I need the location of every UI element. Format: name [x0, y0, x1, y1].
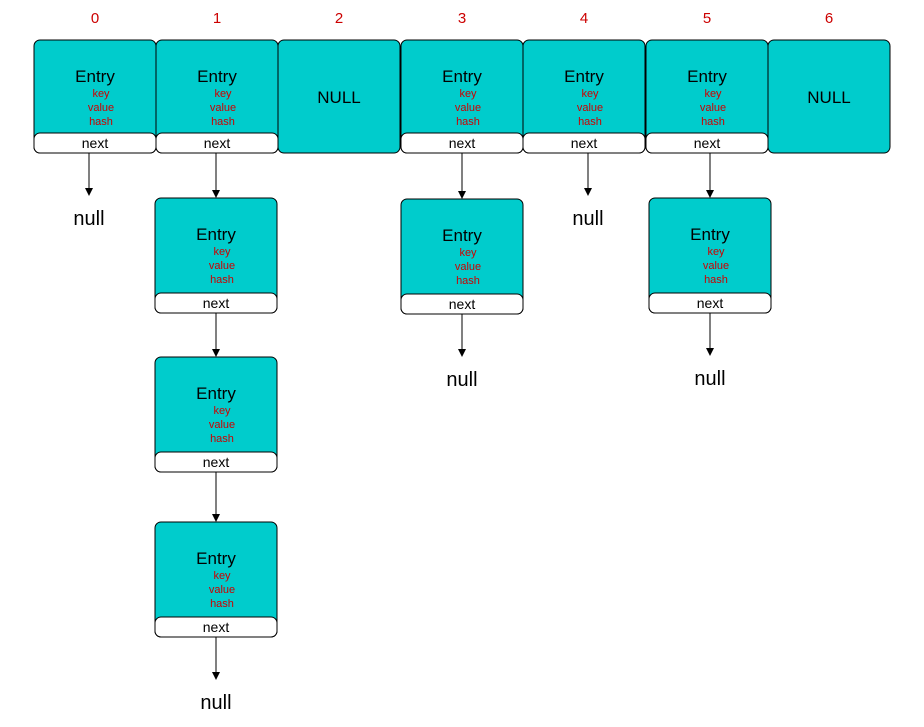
index-label-6: 6: [825, 10, 833, 27]
entry-label: Entry: [75, 67, 115, 86]
entry-label: Entry: [690, 225, 730, 244]
next-label: next: [571, 135, 598, 151]
entry-label: Entry: [564, 67, 604, 86]
next-label: next: [697, 295, 724, 311]
entry-field-key: key: [213, 246, 231, 258]
chain-layer: nullEntrykeyvaluehashnextEntrykeyvalueha…: [73, 153, 772, 714]
index-label-3: 3: [458, 10, 466, 27]
entry-field-value: value: [209, 260, 235, 272]
next-slot: [522, 132, 646, 154]
entry-field-hash: hash: [210, 433, 234, 445]
null-cell-label: NULL: [807, 88, 850, 107]
next-label: next: [203, 619, 230, 635]
entry-label: Entry: [442, 67, 482, 86]
entry-label: Entry: [442, 226, 482, 245]
entry-label: Entry: [687, 67, 727, 86]
bucket-null-2: NULL: [277, 39, 401, 154]
null-terminator: null: [73, 208, 104, 230]
entry-field-hash: hash: [456, 275, 480, 287]
next-label: next: [694, 135, 721, 151]
null-terminator: null: [446, 369, 477, 391]
entry-field-value: value: [209, 419, 235, 431]
entry-field-hash: hash: [210, 274, 234, 286]
entry-field-hash: hash: [456, 116, 480, 128]
chain-entry-1-2: Entry key value hash next: [154, 356, 278, 473]
chain-entry-1-3: Entry key value hash next: [154, 521, 278, 638]
bucket-entry-5: Entry key value hash next: [645, 39, 769, 154]
null-cell-label: NULL: [317, 88, 360, 107]
entry-field-value: value: [703, 260, 729, 272]
index-label-2: 2: [335, 10, 343, 27]
entry-field-key: key: [214, 88, 232, 100]
null-terminator: null: [694, 368, 725, 390]
entry-field-value: value: [455, 102, 481, 114]
index-label-0: 0: [91, 10, 99, 27]
next-label: next: [204, 135, 231, 151]
chain-entry-1-1: Entry key value hash next: [154, 197, 278, 314]
bucket-array: Entry key value hash next Entry key value hash ne…: [33, 39, 891, 154]
entry-field-hash: hash: [704, 274, 728, 286]
entry-field-key: key: [459, 88, 477, 100]
entry-label: Entry: [196, 225, 236, 244]
next-label: next: [449, 296, 476, 312]
null-terminator: null: [200, 692, 231, 714]
index-label-1: 1: [213, 10, 221, 27]
next-label: next: [82, 135, 109, 151]
entry-field-key: key: [707, 246, 725, 258]
entry-field-key: key: [213, 570, 231, 582]
entry-field-value: value: [88, 102, 114, 114]
bucket-entry-1: Entry key value hash next: [155, 39, 279, 154]
entry-label: Entry: [197, 67, 237, 86]
entry-field-key: key: [581, 88, 599, 100]
entry-field-key: key: [459, 247, 477, 259]
next-label: next: [203, 295, 230, 311]
entry-field-hash: hash: [210, 598, 234, 610]
bucket-entry-0: Entry key value hash next: [33, 39, 157, 154]
entry-field-value: value: [700, 102, 726, 114]
entry-field-hash: hash: [701, 116, 725, 128]
entry-field-hash: hash: [211, 116, 235, 128]
next-label: next: [449, 135, 476, 151]
entry-field-hash: hash: [89, 116, 113, 128]
index-label-4: 4: [580, 10, 588, 27]
null-cell: [767, 39, 891, 154]
entry-field-value: value: [209, 584, 235, 596]
entry-field-key: key: [704, 88, 722, 100]
entry-field-hash: hash: [578, 116, 602, 128]
chain-entry-5-1: Entry key value hash next: [648, 197, 772, 314]
entry-field-value: value: [577, 102, 603, 114]
entry-field-key: key: [213, 405, 231, 417]
bucket-entry-3: Entry key value hash next: [400, 39, 524, 154]
entry-label: Entry: [196, 549, 236, 568]
chain-entry-3-1: Entry key value hash next: [400, 198, 524, 315]
entry-field-key: key: [92, 88, 110, 100]
entry-label: Entry: [196, 384, 236, 403]
next-label: next: [203, 454, 230, 470]
null-cell: [277, 39, 401, 154]
index-row: 0 1 2 3 4 5 6: [91, 10, 833, 27]
index-label-5: 5: [703, 10, 711, 27]
null-terminator: null: [572, 208, 603, 230]
entry-field-value: value: [455, 261, 481, 273]
bucket-null-6: NULL: [767, 39, 891, 154]
bucket-entry-4: Entry key value hash next: [522, 39, 646, 154]
entry-field-value: value: [210, 102, 236, 114]
